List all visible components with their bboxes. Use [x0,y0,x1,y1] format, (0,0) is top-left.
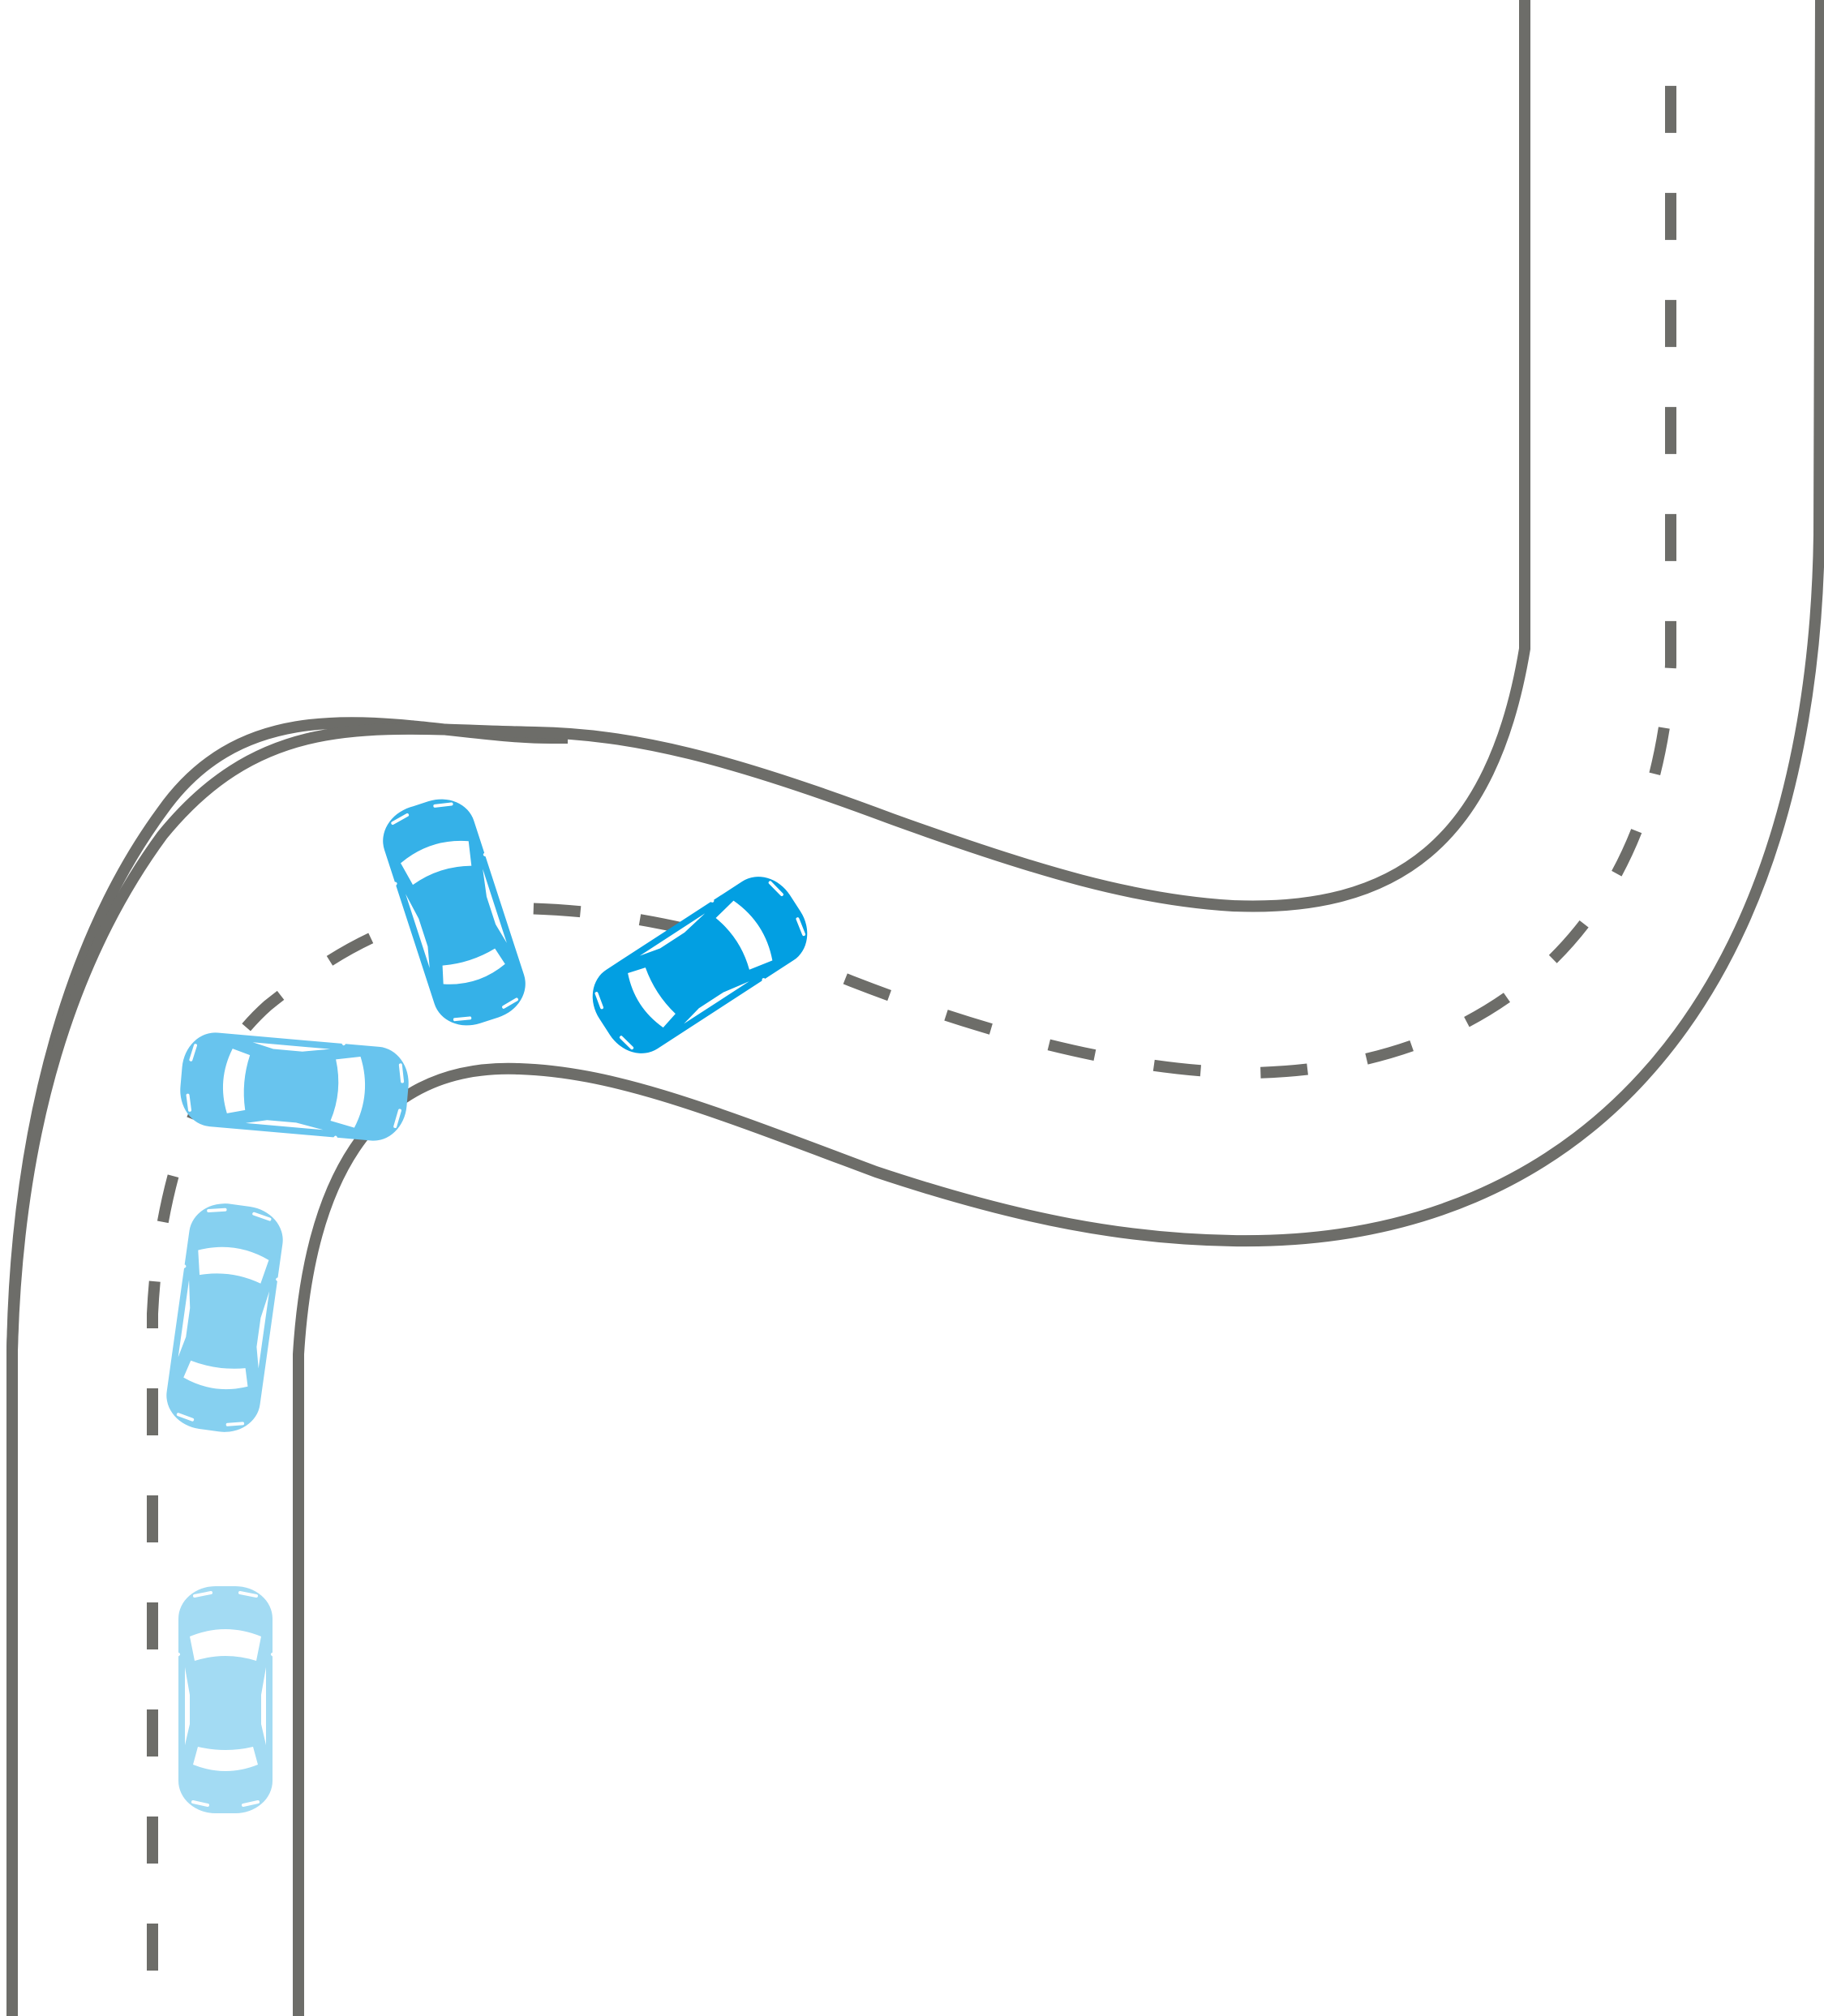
car-2 [154,1196,295,1439]
road-edge-outer-top [6,0,1530,1351]
road-edge-inner [293,0,1824,2016]
car-5 [573,856,826,1074]
lane-center-line [147,49,1676,1971]
car-4 [366,786,543,1039]
car-1 [170,1585,281,1815]
car-3 [174,1022,414,1152]
